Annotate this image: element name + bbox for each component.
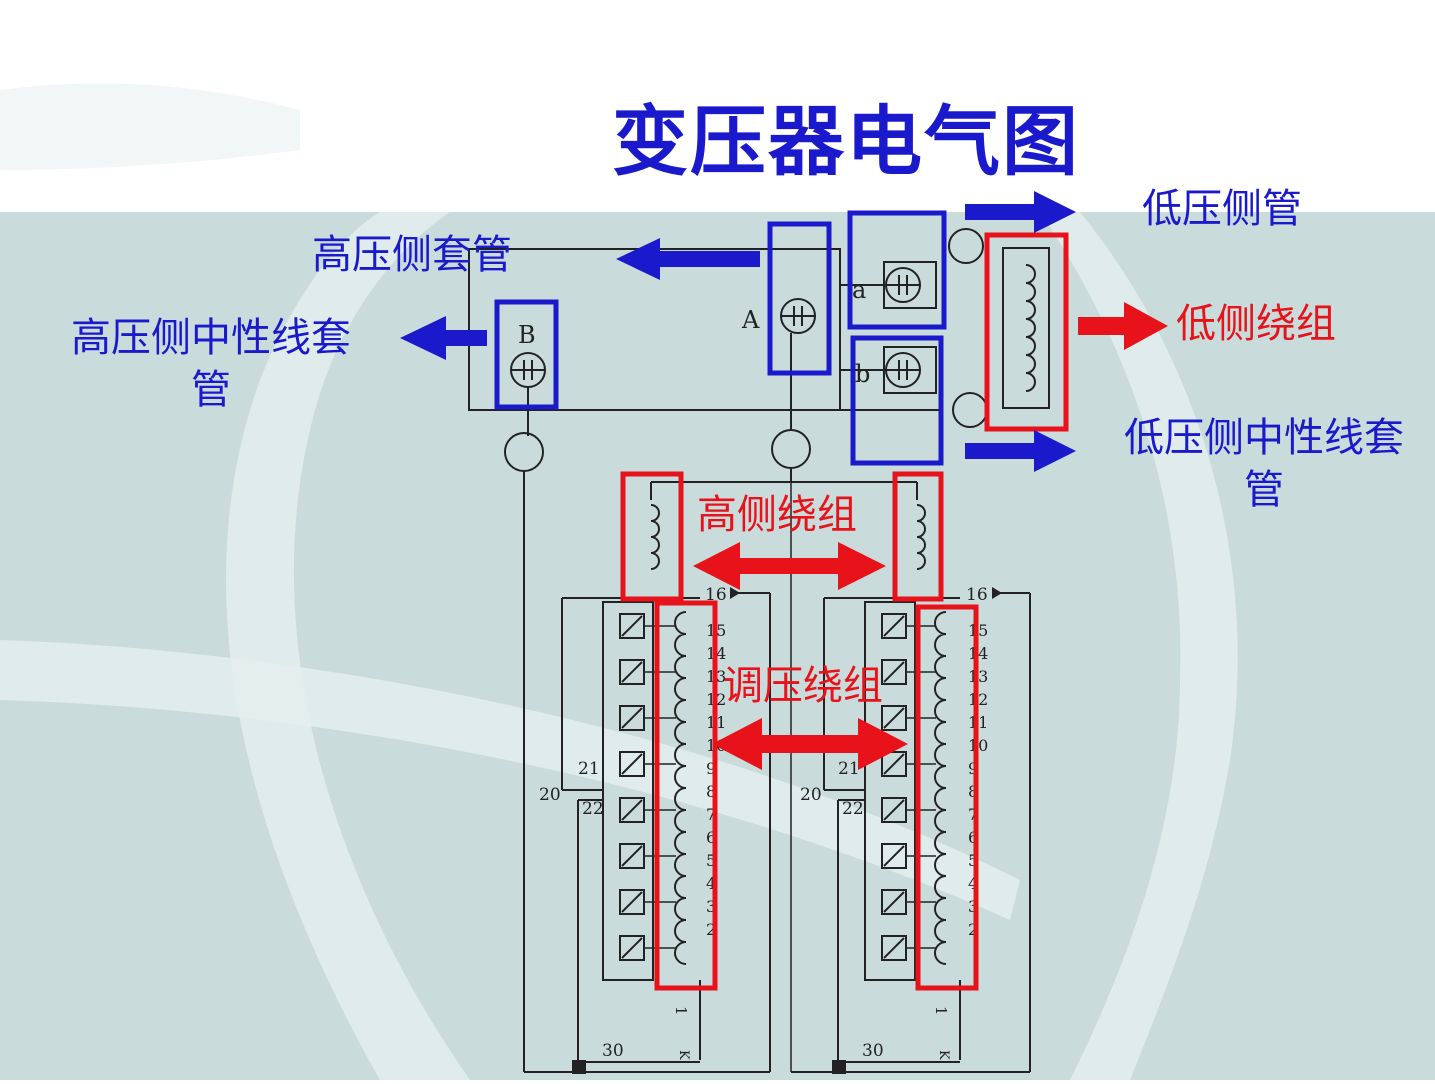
terminal-20-left: 20 xyxy=(539,785,561,805)
terminal-20-right: 20 xyxy=(800,785,822,805)
label-hv-neutral-line2: 管 xyxy=(191,367,231,413)
tap-1-right: 1 xyxy=(932,1006,950,1016)
terminal-a: a xyxy=(852,276,866,304)
tap-number: 4 xyxy=(968,874,978,893)
label-lv-neutral-line1: 低压侧中性线套 xyxy=(1124,415,1404,461)
tap-switch-blade xyxy=(883,891,905,913)
arrow-reg-winding xyxy=(712,718,908,770)
label-reg-winding: 调压绕组 xyxy=(723,663,883,709)
terminal-30-right: 30 xyxy=(862,1041,884,1061)
box-lv-winding xyxy=(984,232,1069,432)
arrow-lv-bushing xyxy=(965,191,1076,233)
label-lv-winding: 低侧绕组 xyxy=(1176,301,1336,347)
tap-switch-blade xyxy=(621,707,643,729)
box-b-bushing xyxy=(850,335,944,466)
terminal-b: b xyxy=(855,360,870,388)
tap-switch-blade xyxy=(621,937,643,959)
arrow-hv-neutral xyxy=(400,316,487,360)
label-hv-neutral: 高压侧中性线套 管 xyxy=(42,312,380,416)
tap-number: 5 xyxy=(968,851,978,870)
tap-number: 3 xyxy=(968,897,978,916)
arrow-lv-neutral xyxy=(965,430,1076,472)
tap-number: 3 xyxy=(706,897,716,916)
terminal-30-left: 30 xyxy=(602,1041,624,1061)
label-hv-winding: 高侧绕组 xyxy=(697,492,857,538)
arrow-lv-winding xyxy=(1078,302,1168,350)
label-hv-bushing: 高压侧套管 xyxy=(312,232,512,278)
tap-16-right: 16 xyxy=(966,585,988,605)
box-a-bushing xyxy=(847,210,947,330)
tap-16-left: 16 xyxy=(705,585,727,605)
box-reg-winding-right xyxy=(915,604,979,991)
terminal-22-right: 22 xyxy=(842,799,864,819)
tap-switch-blade xyxy=(621,753,643,775)
reg-coil-1 xyxy=(674,611,687,965)
tap-number: 5 xyxy=(706,851,716,870)
tap-switch-blade xyxy=(883,799,905,821)
arrow-hv-bushing xyxy=(616,238,760,280)
terminal-A: A xyxy=(741,306,760,334)
reg-coil-2 xyxy=(934,611,947,965)
tap-switch-blade xyxy=(621,799,643,821)
terminal-k-right: K xyxy=(936,1050,951,1060)
terminal-k-left: K xyxy=(676,1050,691,1060)
box-A-bushing xyxy=(767,221,832,376)
tap-switch-blade xyxy=(883,753,905,775)
label-lv-neutral-line2: 管 xyxy=(1244,467,1284,513)
tap-number: 6 xyxy=(968,828,978,847)
box-hv-winding-left xyxy=(620,471,684,602)
tap-switch-blade xyxy=(621,661,643,683)
tap-switch-blade xyxy=(621,891,643,913)
box-reg-winding-left xyxy=(654,600,718,991)
tap-number: 7 xyxy=(706,805,716,824)
tap-number: 9 xyxy=(706,759,716,778)
label-hv-neutral-line1: 高压侧中性线套 xyxy=(71,315,351,361)
tap-switch-blade xyxy=(883,661,905,683)
tap-number: 7 xyxy=(968,805,978,824)
tap-switch-blade xyxy=(883,845,905,867)
tap-number: 6 xyxy=(706,828,716,847)
tap-number: 4 xyxy=(706,874,716,893)
tap-switch-blade xyxy=(621,615,643,637)
terminal-B: B xyxy=(518,321,536,349)
tap-number: 2 xyxy=(968,920,978,939)
tap-number: 9 xyxy=(968,759,978,778)
box-B-bushing xyxy=(494,299,559,410)
tap-switch-blade xyxy=(883,937,905,959)
label-lv-neutral: 低压侧中性线套 管 xyxy=(1096,412,1432,516)
tap-number: 8 xyxy=(706,782,716,801)
page-title: 变压器电气图 xyxy=(612,97,1080,186)
box-hv-winding-right xyxy=(892,471,944,602)
terminal-21-left: 21 xyxy=(578,759,600,779)
arrow-hv-winding xyxy=(693,542,886,590)
tap-switch-blade xyxy=(621,845,643,867)
tap-number: 2 xyxy=(706,920,716,939)
tap-switch-blade xyxy=(883,615,905,637)
tap-1-left: 1 xyxy=(672,1006,690,1016)
terminal-22-left: 22 xyxy=(582,799,604,819)
label-lv-bushing: 低压侧管 xyxy=(1142,186,1302,232)
tap-switch-blade xyxy=(883,707,905,729)
terminal-21-right: 21 xyxy=(838,759,860,779)
tap-number: 8 xyxy=(968,782,978,801)
